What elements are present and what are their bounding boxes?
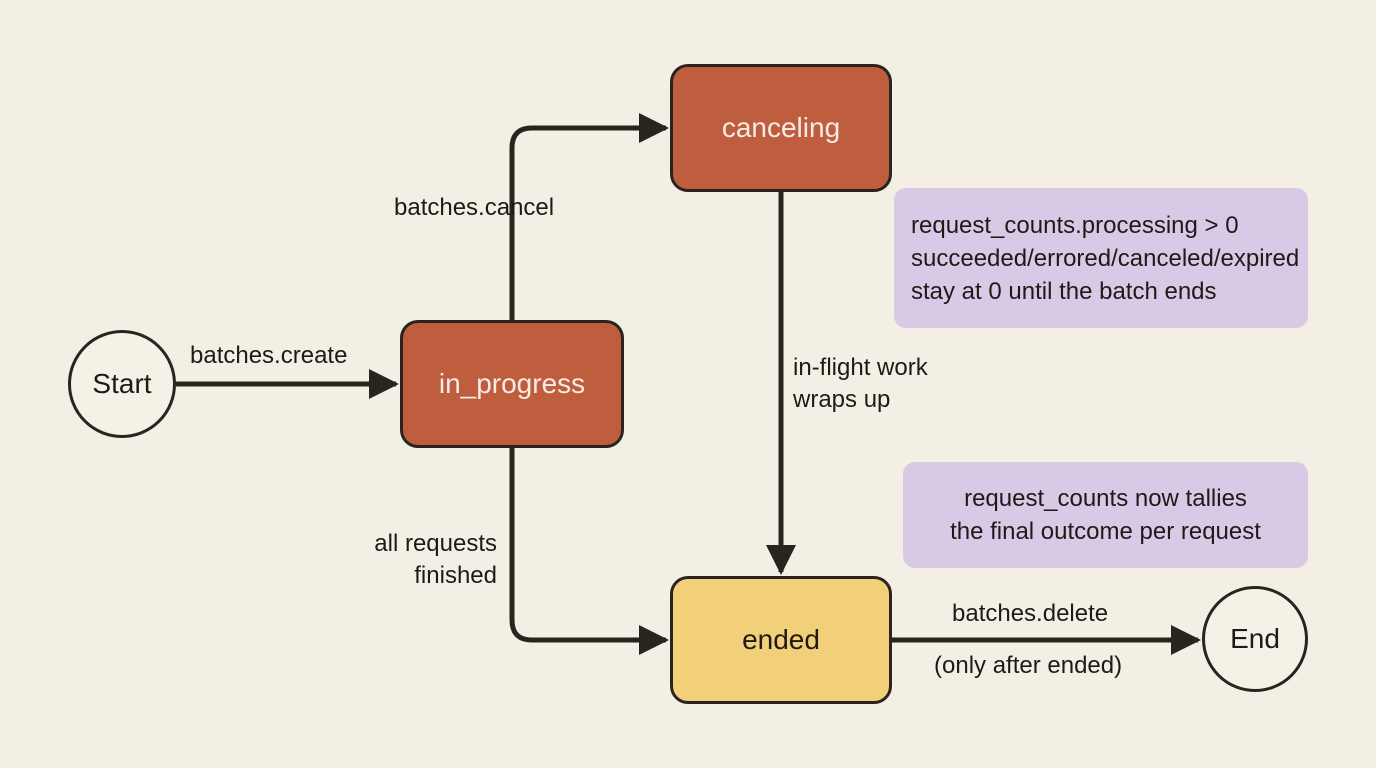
canceling-state: canceling [670, 64, 892, 192]
start-node-label: Start [92, 368, 152, 399]
ended-state-label: ended [742, 624, 820, 655]
canceling-note-line: request_counts.processing > 0 [911, 212, 1239, 239]
edge-label-delete-note-text: (only after ended) [934, 652, 1123, 679]
canceling-note-line: succeeded/errored/canceled/expired [911, 245, 1300, 272]
edge-label-finished-line: all requests [374, 530, 497, 557]
canceling-state-label: canceling [721, 112, 841, 143]
ended-note-line: the final outcome per request [950, 518, 1261, 545]
edge-label-delete: batches.delete [952, 598, 1108, 630]
ended-state: ended [670, 576, 892, 704]
ended-note-line: request_counts now tallies [964, 485, 1247, 512]
canceling-note-line: stay at 0 until the batch ends [911, 278, 1217, 305]
edge-label-finished-line: finished [414, 562, 497, 589]
edge-in-progress-to-ended [509, 448, 669, 655]
edge-in-progress-to-canceling [509, 113, 669, 320]
edge-label-delete-note: (only after ended) [934, 650, 1122, 682]
edge-label-wrap-up-line: wraps up [793, 386, 891, 413]
edge-label-create: batches.create [190, 340, 347, 372]
end-node-label: End [1230, 623, 1280, 654]
edge-label-wrap-up: in-flight work wraps up [793, 352, 928, 416]
in-progress-state: in_progress [400, 320, 624, 448]
ended-note: request_counts now tallies the final out… [903, 462, 1308, 568]
edge-label-delete-text: batches.delete [952, 600, 1109, 627]
edge-label-cancel-text: batches.cancel [394, 194, 555, 221]
in-progress-state-label: in_progress [438, 368, 586, 399]
start-node: Start [68, 330, 176, 438]
end-node: End [1202, 586, 1308, 692]
edge-label-finished: all requests finished [330, 528, 497, 592]
edge-label-wrap-up-line: in-flight work [793, 354, 928, 381]
canceling-note: request_counts.processing > 0 succeeded/… [894, 188, 1308, 328]
edge-label-cancel: batches.cancel [394, 192, 554, 224]
edge-label-create-text: batches.create [190, 342, 348, 369]
